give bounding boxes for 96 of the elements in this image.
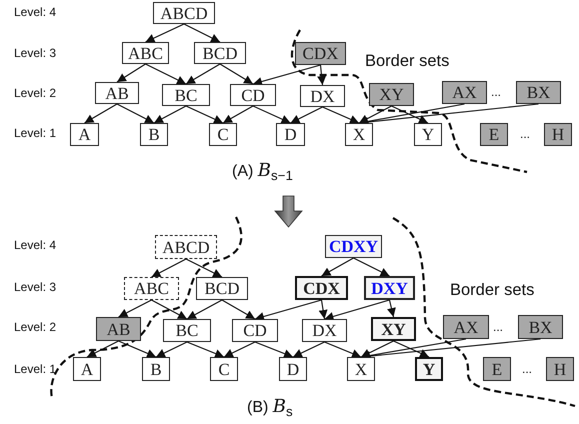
itemset-box: CDX xyxy=(295,42,346,65)
itemset-box: BC xyxy=(162,84,210,106)
itemset-box: BCD xyxy=(194,42,246,64)
arrow xyxy=(353,258,390,276)
itemset-box: XY xyxy=(369,83,414,106)
arrow xyxy=(156,342,188,358)
arrow xyxy=(224,342,256,358)
arrow xyxy=(290,106,323,124)
arrow xyxy=(151,258,186,278)
itemset-box: AX xyxy=(442,81,487,104)
arrow xyxy=(321,258,354,276)
itemset-box: H xyxy=(546,357,574,381)
itemset-box: ABC xyxy=(124,277,179,300)
group-label: Border sets xyxy=(450,281,534,300)
ellipsis: ... xyxy=(491,85,502,99)
arrow xyxy=(254,299,322,321)
arrow xyxy=(186,258,222,278)
arrow xyxy=(184,24,220,42)
level-label: Level: 1 xyxy=(14,362,56,376)
arrow xyxy=(118,340,156,358)
ellipsis: ... xyxy=(493,320,504,334)
arrow xyxy=(292,342,325,358)
arrow xyxy=(151,300,188,320)
itemset-box: AX xyxy=(443,315,489,339)
arrow xyxy=(118,300,152,318)
itemset-box: Y xyxy=(415,357,443,381)
level-label: Level: 3 xyxy=(14,280,56,294)
ellipsis: ... xyxy=(520,127,530,141)
itemset-box: D xyxy=(276,123,305,146)
itemset-box: D xyxy=(279,357,307,381)
itemset-box: H xyxy=(544,123,572,146)
level-label: Level: 2 xyxy=(14,86,56,100)
level-label: Level: 1 xyxy=(14,126,56,140)
arrow xyxy=(186,64,220,84)
arrow xyxy=(116,64,146,82)
itemset-box: BCD xyxy=(196,277,248,300)
itemset-box: XY xyxy=(371,317,416,341)
arrow xyxy=(360,340,394,358)
level-label: Level: 4 xyxy=(14,5,56,19)
arrow xyxy=(84,104,118,124)
itemset-box: CDXY xyxy=(325,235,382,258)
arrow xyxy=(322,106,360,124)
itemset-box: ABCD xyxy=(153,2,215,24)
arrow xyxy=(86,340,119,358)
arrow xyxy=(387,300,396,318)
arrow xyxy=(391,106,428,124)
level-label: Level: 4 xyxy=(14,238,56,252)
group-label: Border sets xyxy=(365,52,450,71)
itemset-box: X xyxy=(345,123,373,146)
itemset-box: A xyxy=(73,357,101,381)
itemset-box: C xyxy=(209,123,237,146)
arrow xyxy=(324,342,362,358)
itemset-box: B xyxy=(142,357,170,381)
itemset-box: E xyxy=(480,123,508,146)
itemset-box: DX xyxy=(302,319,347,342)
itemset-box: CDX xyxy=(295,276,348,300)
arrow xyxy=(222,106,254,124)
level-label: Level: 3 xyxy=(14,46,56,60)
itemset-box: Y xyxy=(414,123,442,146)
arrow xyxy=(252,64,321,86)
itemset-box: CD xyxy=(230,84,276,106)
panel-caption: (A) B$_{s−1}$ xyxy=(232,160,293,184)
arrow xyxy=(222,300,256,320)
itemset-box: A xyxy=(70,123,99,146)
arrow xyxy=(358,106,392,124)
ellipsis: ... xyxy=(522,362,532,376)
arrow xyxy=(186,106,224,124)
level-label: Level: 2 xyxy=(14,320,56,334)
itemset-box: BX xyxy=(518,315,563,339)
itemset-box: B xyxy=(140,123,168,146)
itemset-box: ABC xyxy=(122,42,169,64)
arrow xyxy=(220,64,254,84)
arrow xyxy=(254,341,294,358)
itemset-box: AB xyxy=(95,82,139,104)
arrow xyxy=(154,106,186,124)
itemset-box: E xyxy=(483,357,511,381)
arrow xyxy=(252,106,291,124)
arrow xyxy=(145,64,186,84)
itemset-box: DXY xyxy=(364,276,415,300)
arrow xyxy=(116,104,154,124)
arrow xyxy=(145,24,184,42)
itemset-box: AB xyxy=(96,317,141,341)
itemset-box: C xyxy=(210,357,238,381)
arrow xyxy=(186,300,222,320)
arrow xyxy=(186,342,224,358)
panel-caption: (B) B$_{s}$ xyxy=(247,396,293,420)
itemset-box: CD xyxy=(232,319,278,342)
itemset-box: ABCD xyxy=(155,235,217,259)
itemset-box: BX xyxy=(516,81,561,104)
itemset-box: DX xyxy=(300,85,345,107)
arrow xyxy=(317,64,326,86)
arrow xyxy=(393,340,430,358)
itemset-box: BC xyxy=(163,319,211,342)
itemset-box: X xyxy=(347,357,375,381)
arrow xyxy=(324,299,390,321)
arrow xyxy=(318,300,328,320)
